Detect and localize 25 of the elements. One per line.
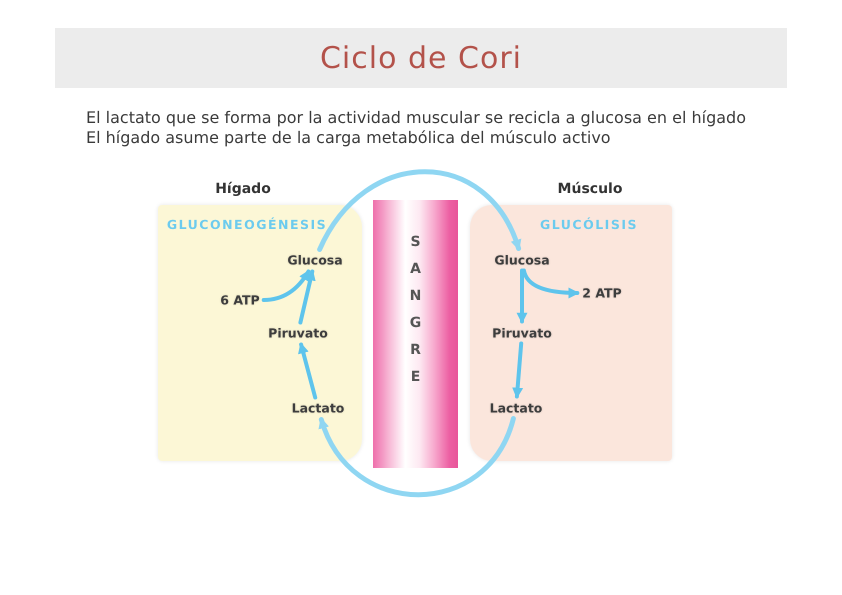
pathway-label: GLUCÓLISIS (540, 217, 638, 232)
metabolite-label: Piruvato (490, 324, 554, 342)
panel-heading: Músculo (558, 181, 622, 197)
energy-label: 6 ATP (218, 292, 262, 308)
arrow (298, 269, 316, 324)
arrow (298, 342, 318, 400)
vessel-label: SANGRE (408, 233, 422, 387)
arrow (522, 268, 580, 298)
energy-label: 2 ATP (580, 284, 624, 302)
arrow (516, 268, 528, 324)
metabolite-label: Glucosa (492, 252, 552, 268)
arrow (318, 416, 516, 498)
pathway-label: GLUCONEOGÉNESIS (166, 217, 328, 232)
metabolite-label: Piruvato (266, 324, 330, 342)
panel-heading: Hígado (215, 181, 271, 197)
blood-vessel-band (373, 200, 458, 468)
metabolite-label: Lactato (488, 400, 544, 416)
note-text: El lactato que se forma por la actividad muscular se recicla a glucosa en el hígado (86, 108, 746, 128)
arrow (262, 270, 310, 302)
arrow (512, 342, 524, 399)
metabolite-label: Glucosa (285, 252, 345, 268)
arrow (317, 169, 522, 252)
note-text: El hígado asume parte de la carga metabólica del músculo activo (86, 128, 612, 148)
metabolite-label: Lactato (290, 400, 346, 416)
slide-title: Ciclo de Cori (320, 40, 522, 76)
